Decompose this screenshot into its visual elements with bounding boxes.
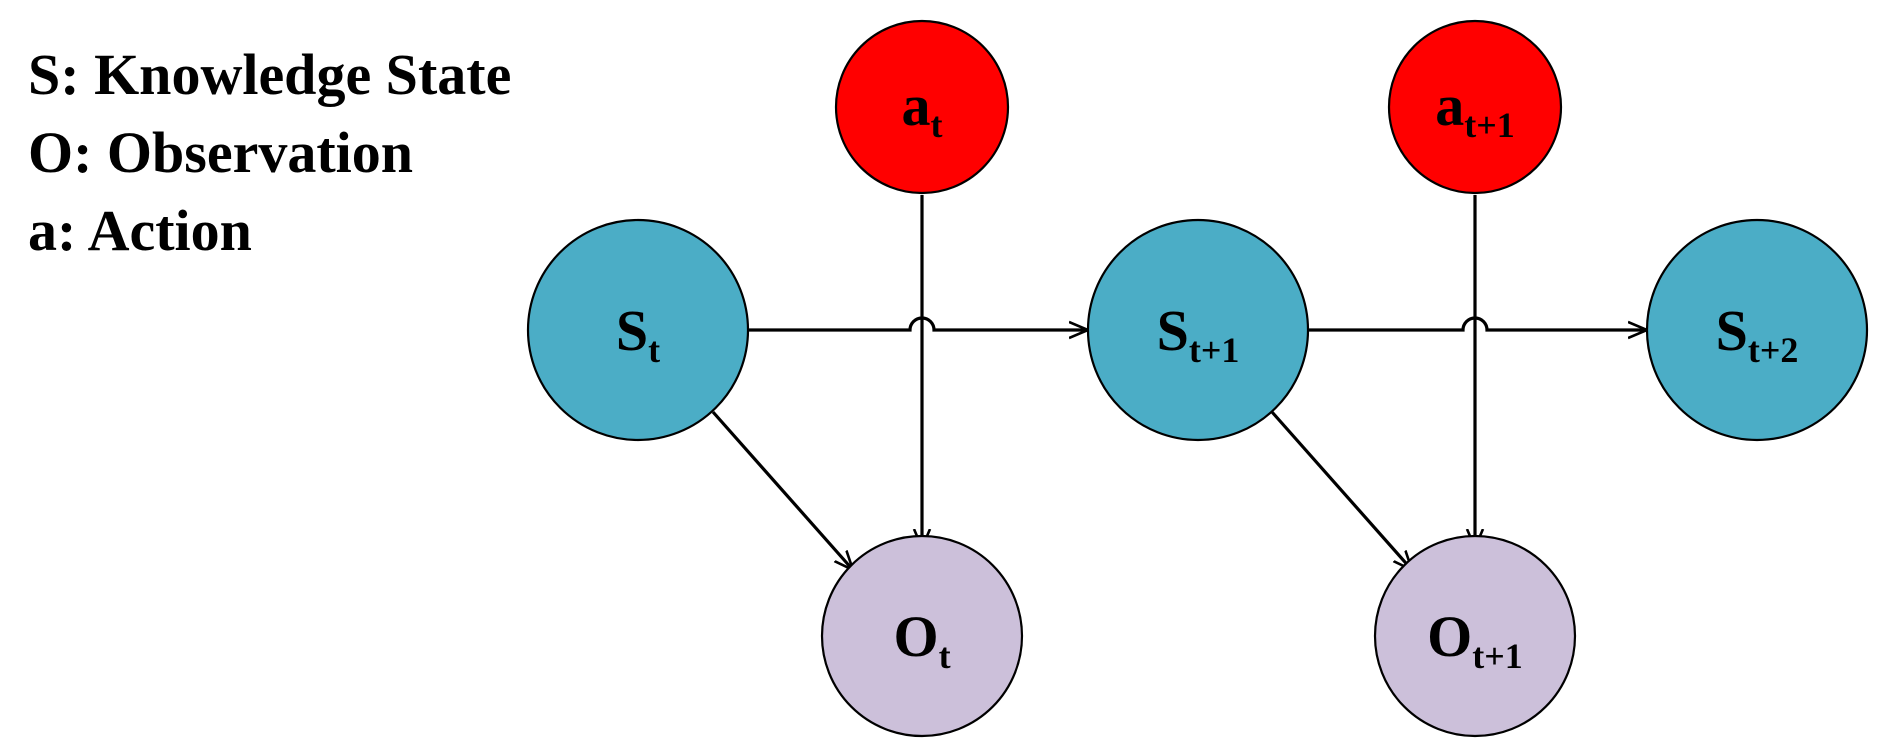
node-s-t-sub: t xyxy=(648,330,660,370)
svg-text:Ot+1: Ot+1 xyxy=(1427,604,1523,676)
legend-observation: O: Observation xyxy=(28,120,414,185)
node-a-t1-sub: t+1 xyxy=(1464,105,1515,145)
node-s-t1-sub: t+1 xyxy=(1189,330,1240,370)
node-a-t-circle xyxy=(834,19,1010,195)
node-s-t-main: S xyxy=(616,298,648,363)
node-s-t2-circle xyxy=(1645,218,1869,442)
node-a-t1-circle xyxy=(1387,19,1563,195)
node-s-t1-main: S xyxy=(1157,298,1189,363)
node-s-t2-sub: t+2 xyxy=(1748,330,1799,370)
node-s-t2-main: S xyxy=(1716,298,1748,363)
node-s-t1: St+1 xyxy=(1086,218,1310,442)
legend: S: Knowledge State O: Observation a: Act… xyxy=(28,36,511,270)
node-o-t1-main: O xyxy=(1427,604,1472,669)
node-s-t2: St+2 xyxy=(1645,218,1869,442)
svg-text:St+2: St+2 xyxy=(1716,298,1799,370)
node-a-t1-main: a xyxy=(1435,73,1464,138)
svg-text:at: at xyxy=(902,73,943,145)
node-o-t-circle xyxy=(820,534,1024,738)
node-s-t1-circle xyxy=(1086,218,1310,442)
node-o-t-main: O xyxy=(893,604,938,669)
svg-text:St+1: St+1 xyxy=(1157,298,1240,370)
svg-text:at+1: at+1 xyxy=(1435,73,1515,145)
edge-st1-to-ot1 xyxy=(1270,410,1412,570)
node-a-t-main: a xyxy=(902,73,931,138)
node-s-t-circle xyxy=(526,218,750,442)
legend-state: S: Knowledge State xyxy=(28,42,512,107)
node-o-t: Ot xyxy=(820,534,1024,738)
node-o-t-sub: t xyxy=(939,636,951,676)
node-o-t1-sub: t+1 xyxy=(1472,636,1523,676)
node-o-t1: Ot+1 xyxy=(1373,534,1577,738)
legend-action: a: Action xyxy=(28,198,252,263)
node-o-t1-circle xyxy=(1373,534,1577,738)
node-a-t-sub: t xyxy=(931,105,943,145)
edge-st-to-ot xyxy=(711,410,853,570)
svg-text:St: St xyxy=(616,298,660,370)
svg-text:Ot: Ot xyxy=(893,604,950,676)
node-a-t: at xyxy=(834,19,1010,195)
node-a-t1: at+1 xyxy=(1387,19,1563,195)
edge-st1-to-st2 xyxy=(1308,316,1647,330)
edge-st-to-st1 xyxy=(748,316,1088,330)
node-s-t: St xyxy=(526,218,750,442)
